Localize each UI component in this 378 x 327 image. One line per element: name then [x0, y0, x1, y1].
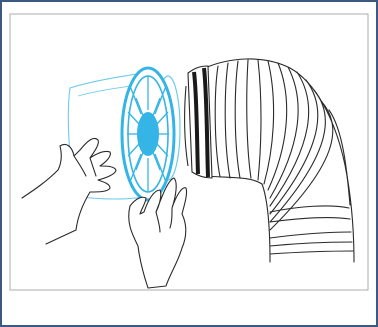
fan-hub — [137, 112, 159, 156]
